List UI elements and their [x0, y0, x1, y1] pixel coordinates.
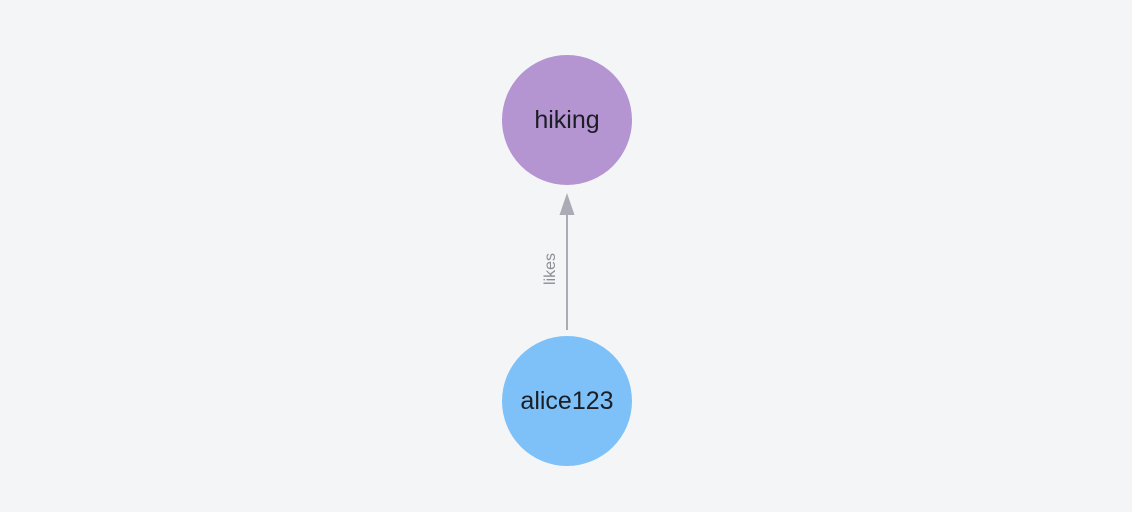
edge-label-likes: likes: [542, 252, 559, 285]
node-alice123-label: alice123: [520, 386, 614, 415]
node-hiking-label: hiking: [534, 105, 600, 134]
arrowhead-up-icon: [559, 193, 575, 215]
node-alice123[interactable]: alice123: [502, 336, 632, 466]
node-hiking[interactable]: hiking: [502, 55, 632, 185]
